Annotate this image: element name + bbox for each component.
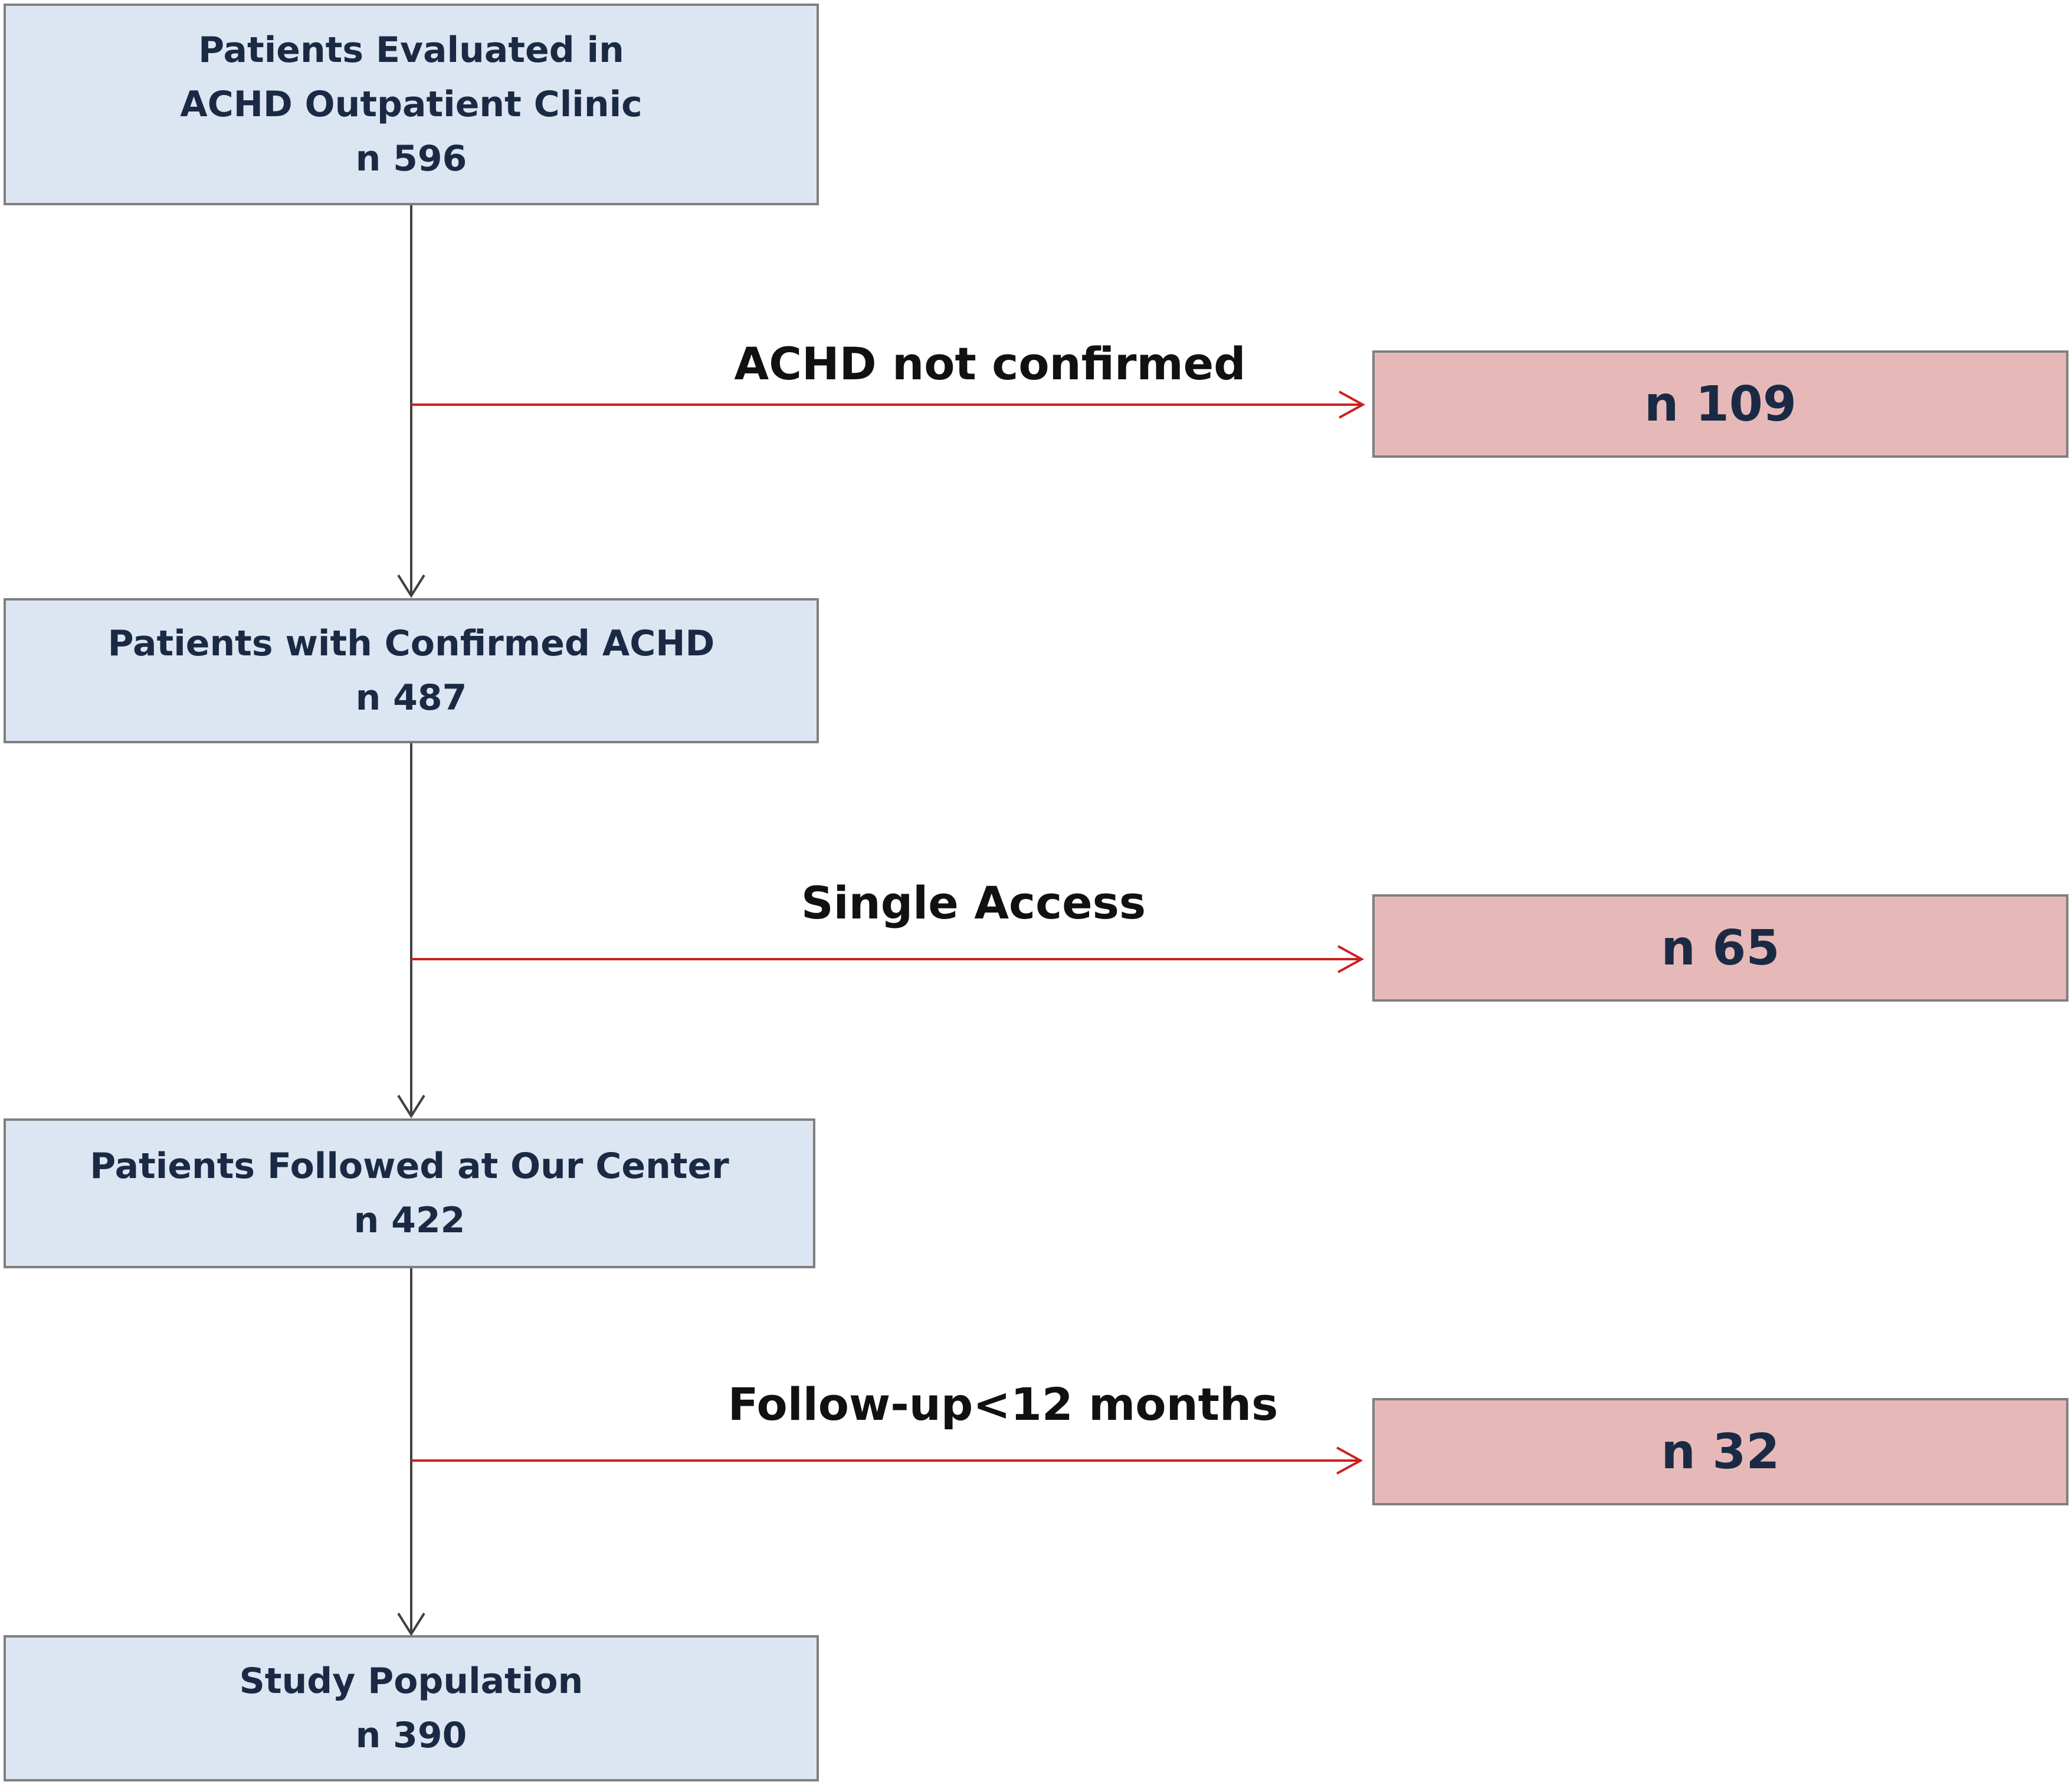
stage-box-study-population: Study Population n 390	[4, 1635, 819, 1781]
exclusion-box-single-access: n 65	[1372, 894, 2068, 1002]
exclusion-reason-single-access: Single Access	[801, 877, 1146, 929]
main-arrow-3-head	[397, 1612, 425, 1636]
stage-box-confirmed: Patients with Confirmed ACHD n 487	[4, 598, 819, 743]
exclusion-arrow-3-head	[1336, 1446, 1363, 1475]
stage-followed-count: n 422	[353, 1200, 465, 1241]
exclusion-box-short-follow-up: n 32	[1372, 1398, 2068, 1505]
exclusion-arrow-2-head	[1337, 945, 1365, 973]
stage-evaluated-line-2: ACHD Outpatient Clinic	[180, 84, 642, 125]
exclusion-reason-not-confirmed: ACHD not confirmed	[734, 337, 1246, 390]
stage-confirmed-count: n 487	[355, 677, 467, 718]
exclusion-count-single-access: n 65	[1661, 920, 1780, 976]
stage-confirmed-line-1: Patients with Confirmed ACHD	[107, 623, 715, 664]
stage-study-line-1: Study Population	[239, 1661, 583, 1702]
stage-study-count: n 390	[355, 1715, 467, 1756]
main-arrow-2-head	[397, 1094, 425, 1118]
exclusion-count-short-follow-up: n 32	[1661, 1423, 1780, 1480]
stage-followed-line-1: Patients Followed at Our Center	[90, 1146, 729, 1187]
stage-box-followed: Patients Followed at Our Center n 422	[4, 1118, 815, 1268]
stage-box-evaluated: Patients Evaluated in ACHD Outpatient Cl…	[4, 4, 819, 205]
exclusion-count-not-confirmed: n 109	[1644, 376, 1797, 432]
stage-evaluated-count: n 596	[355, 138, 467, 179]
exclusion-box-not-confirmed: n 109	[1372, 350, 2068, 458]
main-arrow-1-head	[397, 574, 425, 598]
exclusion-reason-short-follow-up: Follow-up<12 months	[727, 1378, 1278, 1430]
stage-evaluated-line-1: Patients Evaluated in	[198, 29, 624, 71]
exclusion-arrow-1-head	[1339, 391, 1366, 419]
